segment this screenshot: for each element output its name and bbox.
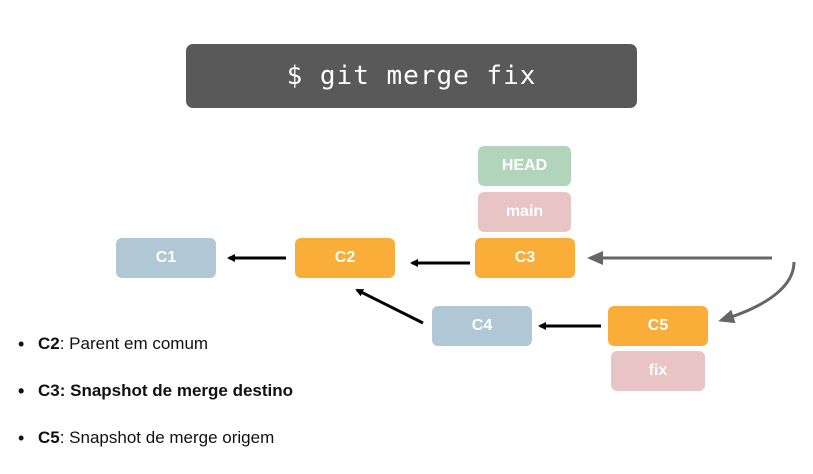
note-term: C5	[38, 428, 60, 447]
branch-label-fix-text: fix	[648, 362, 668, 379]
branch-label-main: main	[478, 192, 571, 232]
head-label-text: HEAD	[501, 157, 548, 174]
commit-c3-label: C3	[514, 249, 536, 266]
head-label: HEAD	[478, 146, 571, 186]
notes-list: C2: Parent em comum C3: Snapshot de merg…	[12, 332, 293, 473]
merge-arrow-to-c5	[718, 261, 796, 324]
note-term: C3	[38, 381, 60, 400]
commit-c4-label: C4	[471, 317, 493, 334]
commit-c1-label: C1	[155, 249, 177, 266]
branch-label-fix: fix	[611, 351, 705, 391]
note-item: C2: Parent em comum	[12, 332, 293, 379]
note-item: C3: Snapshot de merge destino	[12, 379, 293, 426]
note-item: C5: Snapshot de merge origem	[12, 426, 293, 473]
arrow-c4-to-c2	[355, 288, 424, 325]
command-banner: $ git merge fix	[186, 44, 637, 108]
commit-c5-label: C5	[647, 317, 669, 334]
note-text: : Snapshot de merge origem	[59, 428, 275, 447]
note-term: C2	[38, 334, 60, 353]
commit-c5: C5	[608, 306, 708, 346]
note-text: : Parent em comum	[59, 334, 209, 353]
commit-c3: C3	[475, 238, 575, 278]
command-text: $ git merge fix	[286, 61, 537, 91]
commit-c2: C2	[295, 238, 395, 278]
note-text: : Snapshot de merge destino	[59, 381, 294, 400]
commit-c1: C1	[116, 238, 216, 278]
commit-c2-label: C2	[334, 249, 356, 266]
commit-c4: C4	[432, 306, 532, 346]
branch-label-main-text: main	[505, 203, 544, 220]
